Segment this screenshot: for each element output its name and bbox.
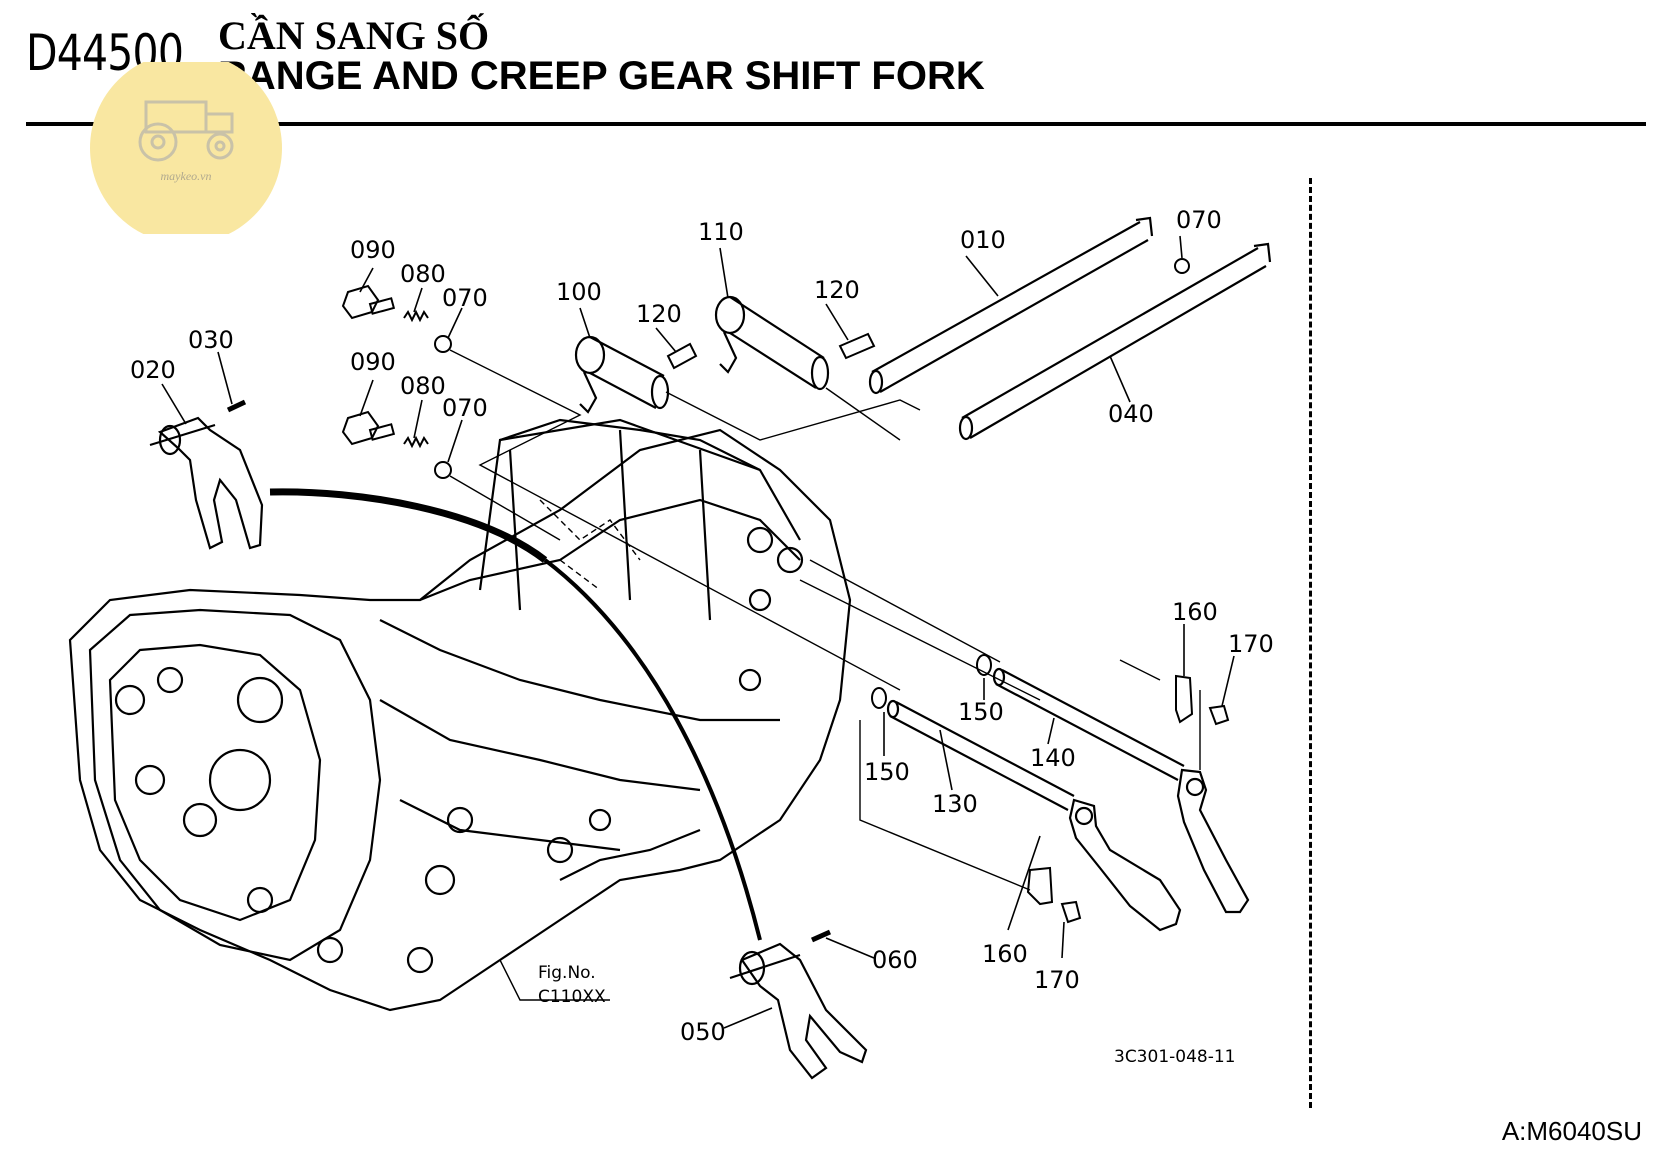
model-code: A:M6040SU — [1501, 1116, 1642, 1146]
callout-050: 050 — [680, 1018, 726, 1046]
watermark-text: maykeo.vn — [161, 169, 212, 183]
callout-150-b: 150 — [864, 758, 910, 786]
shift-arm-140 — [1176, 768, 1250, 914]
callout-140: 140 — [1030, 744, 1076, 772]
shift-rod-040 — [958, 242, 1272, 441]
assembly-arrow-upper — [269, 488, 548, 563]
pin-060 — [810, 929, 832, 943]
o-ring-150-a — [976, 654, 992, 676]
lock-plate-160-b — [1026, 866, 1054, 906]
callout-070-lower: 070 — [442, 394, 488, 422]
spring-080-upper — [403, 309, 429, 323]
shift-arm-130 — [1068, 798, 1182, 932]
title-english: RANGE AND CREEP GEAR SHIFT FORK — [218, 54, 985, 98]
pin-120-b — [838, 332, 876, 360]
shift-rod-130 — [886, 699, 1075, 811]
callout-060: 060 — [872, 946, 918, 974]
drawing-number: 3C301-048-11 — [1114, 1047, 1235, 1067]
tractor-icon — [138, 100, 234, 162]
guide-lines — [449, 349, 1201, 1001]
callout-130: 130 — [932, 790, 978, 818]
bolt-170-b — [1060, 900, 1082, 924]
pin-030 — [226, 399, 247, 413]
callout-080-lower: 080 — [400, 372, 446, 400]
leader-lines — [161, 235, 1235, 1029]
shift-rod-140 — [992, 667, 1185, 781]
callout-090-upper: 090 — [350, 236, 396, 264]
callout-070-rod: 070 — [1176, 206, 1222, 234]
callout-120-a: 120 — [636, 300, 682, 328]
callout-020: 020 — [130, 356, 176, 384]
transmission-housing — [68, 418, 852, 1012]
ball-070-upper — [434, 335, 452, 353]
pin-120-a — [666, 342, 698, 370]
callout-160-a: 160 — [1172, 598, 1218, 626]
joint-100 — [574, 335, 670, 414]
ball-070-rod — [1174, 258, 1190, 274]
fig-ref-label: Fig.No. — [538, 963, 596, 983]
title-vietnamese: CẦN SANG SỐ — [218, 13, 490, 58]
bolt-170-a — [1208, 704, 1230, 726]
header-rule — [26, 122, 1646, 126]
callout-150-a: 150 — [958, 698, 1004, 726]
o-ring-150-b — [871, 687, 887, 709]
callout-100: 100 — [556, 278, 602, 306]
callout-090-lower: 090 — [350, 348, 396, 376]
callout-030: 030 — [188, 326, 234, 354]
callout-070-upper: 070 — [442, 284, 488, 312]
callout-080-upper: 080 — [400, 260, 446, 288]
shift-rod-010 — [868, 216, 1154, 395]
detent-bolt-090-lower — [341, 410, 396, 446]
callout-170-b: 170 — [1034, 966, 1080, 994]
watermark-logo: maykeo.vn — [90, 62, 282, 234]
lock-plate-160-a — [1175, 674, 1194, 724]
joint-110 — [714, 295, 830, 391]
shift-fork-050 — [729, 942, 868, 1080]
spring-080-lower — [403, 435, 429, 449]
ball-070-lower — [434, 461, 452, 479]
callout-160-b: 160 — [982, 940, 1028, 968]
dashed-divider — [1309, 178, 1312, 1108]
hidden-lines — [539, 499, 641, 591]
assembly-arrow-lower — [543, 558, 762, 941]
callout-040: 040 — [1108, 400, 1154, 428]
callout-010: 010 — [960, 226, 1006, 254]
callout-120-b: 120 — [814, 276, 860, 304]
detent-bolt-090-upper — [341, 284, 396, 320]
callout-170-a: 170 — [1228, 630, 1274, 658]
shift-fork-020 — [149, 416, 264, 550]
watermark-circle — [90, 62, 282, 234]
callout-110: 110 — [698, 218, 744, 246]
fig-ref-number: C110XX — [538, 987, 606, 1007]
